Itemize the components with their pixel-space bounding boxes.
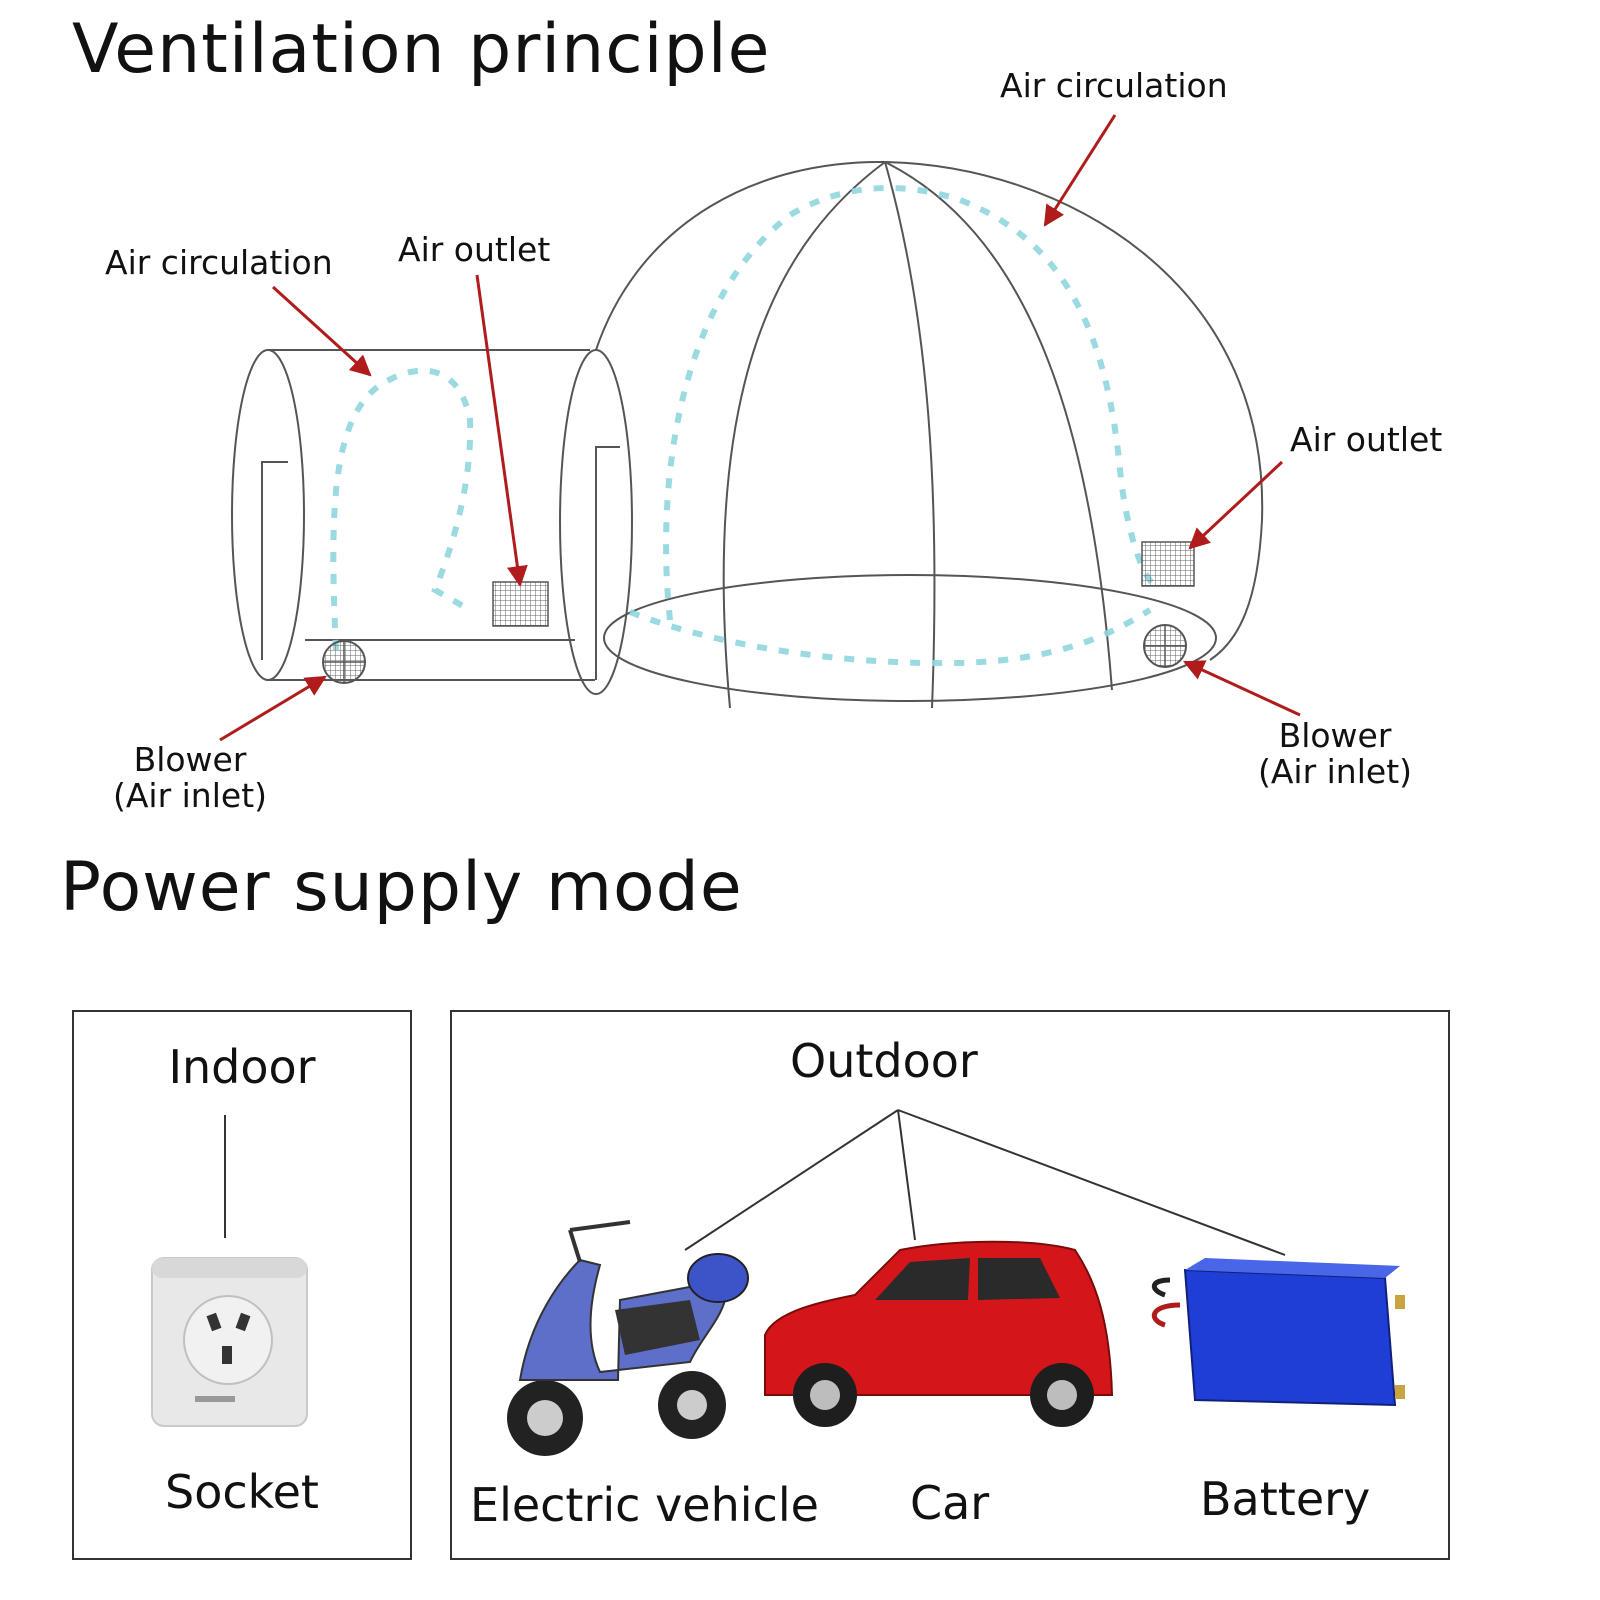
arrow-air-circulation-top xyxy=(1043,114,1117,227)
air-outlet-vent-right xyxy=(1141,541,1195,587)
arrow-air-circulation-left xyxy=(271,285,372,377)
arrow-blower-right xyxy=(1183,660,1301,717)
arrow-blower-left xyxy=(219,675,327,742)
battery-illustration xyxy=(1151,1258,1405,1407)
pointer-arrows xyxy=(219,114,1301,742)
label-blower-left: Blower (Air inlet) xyxy=(100,742,280,814)
power-connectors xyxy=(224,1109,1286,1256)
label-blower-left-text: Blower xyxy=(133,740,247,779)
power-supply-title: Power supply mode xyxy=(60,848,743,927)
airflow-lines xyxy=(330,185,1162,667)
battery-label: Battery xyxy=(1200,1472,1371,1526)
ventilation-title: Ventilation principle xyxy=(72,10,771,89)
label-air-circulation-top: Air circulation xyxy=(1000,66,1228,105)
arrow-air-outlet-right xyxy=(1188,460,1284,550)
indoor-box xyxy=(72,1010,412,1560)
electric-vehicle-label: Electric vehicle xyxy=(470,1478,819,1532)
label-air-circulation-left: Air circulation xyxy=(105,243,333,282)
outdoor-header: Outdoor xyxy=(790,1034,978,1088)
label-air-outlet-left: Air outlet xyxy=(398,230,551,269)
blower-right-fan xyxy=(1143,624,1187,668)
arrow-air-outlet-left xyxy=(475,274,528,588)
label-blower-right: Blower (Air inlet) xyxy=(1245,718,1425,790)
indoor-header: Indoor xyxy=(168,1040,316,1094)
blower-left-fan xyxy=(322,640,366,684)
label-air-outlet-right: Air outlet xyxy=(1290,420,1443,459)
electric-vehicle-illustration xyxy=(507,1220,749,1456)
label-blower-right-sub: (Air inlet) xyxy=(1257,752,1413,791)
label-blower-right-text: Blower xyxy=(1278,716,1392,755)
socket-label: Socket xyxy=(165,1465,319,1519)
dome xyxy=(595,160,1264,709)
car-label: Car xyxy=(910,1476,990,1530)
outdoor-box xyxy=(450,1010,1450,1560)
car-illustration xyxy=(764,1240,1114,1427)
label-blower-left-sub: (Air inlet) xyxy=(112,776,268,815)
